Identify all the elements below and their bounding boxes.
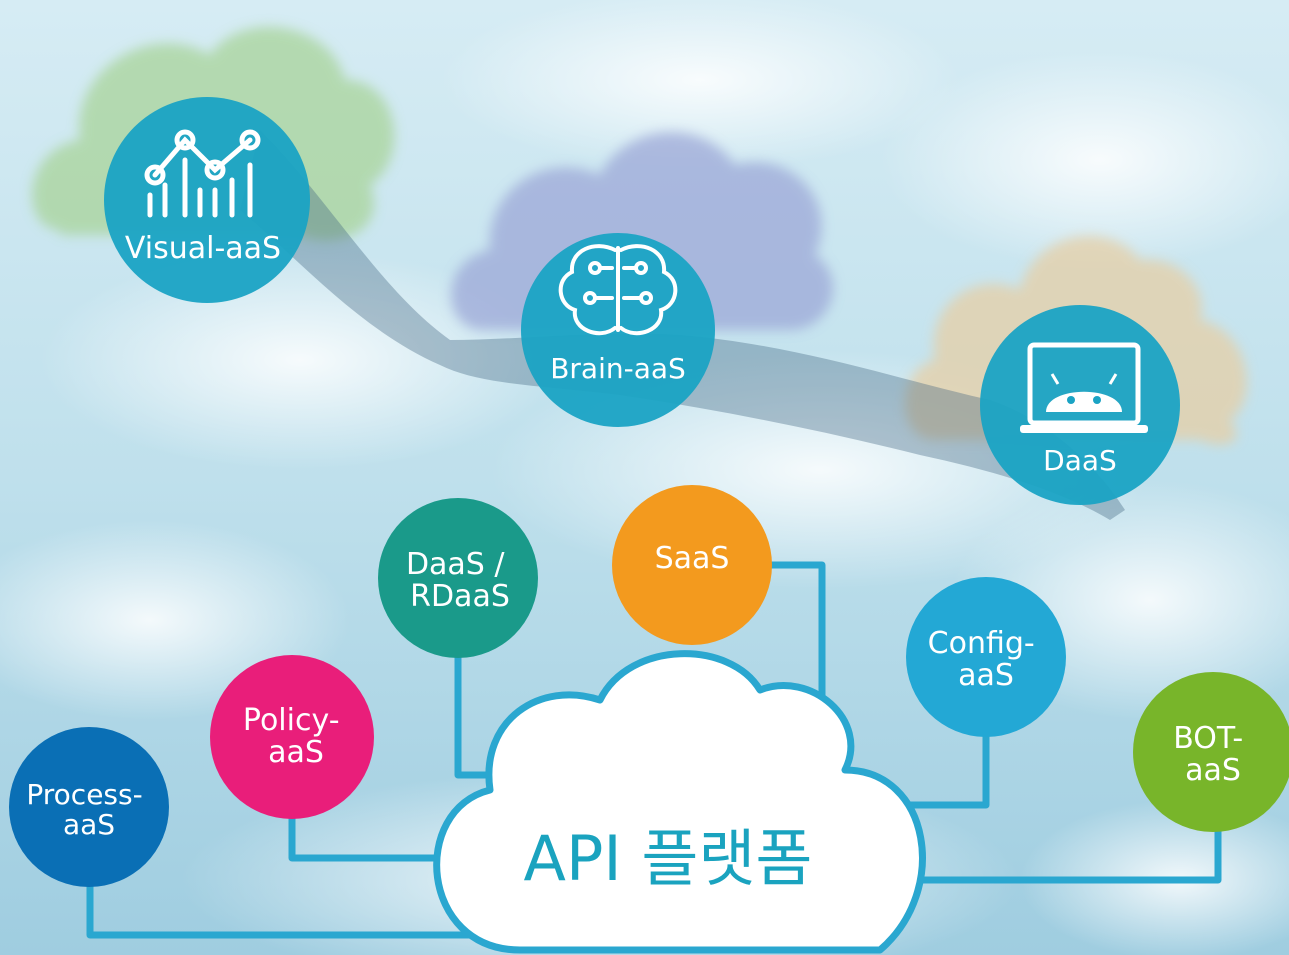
service-brain-aas[interactable]: Brain-aaS: [521, 233, 715, 427]
android-laptop-icon: [1020, 342, 1148, 433]
svg-text:Config- aaS: Config- aaS: [928, 626, 1045, 693]
service-policy-aas-label-line1: Policy-: [243, 703, 340, 738]
service-bot-aas-label-line2: aaS: [1185, 753, 1241, 788]
service-config-aas-label-line1: Config-: [928, 626, 1035, 661]
svg-text:Process- aaS: Process- aaS: [26, 778, 151, 841]
service-ribbon: [240, 130, 1125, 520]
service-daas-rdaas[interactable]: DaaS / RDaaS: [378, 498, 538, 658]
service-daas[interactable]: DaaS: [980, 305, 1180, 505]
service-process-aas-label-line2: aaS: [63, 808, 115, 841]
connector-lines: [86, 561, 1222, 939]
service-config-aas[interactable]: Config- aaS: [906, 577, 1066, 737]
service-bot-aas-label-line1: BOT-: [1173, 721, 1243, 756]
service-visual-aas-label: Visual-aaS: [125, 231, 281, 266]
service-process-aas[interactable]: Process- aaS: [9, 727, 169, 887]
service-bot-aas[interactable]: BOT- aaS: [1133, 672, 1289, 832]
service-brain-aas-label: Brain-aaS: [550, 352, 686, 385]
service-daas-rdaas-label-line1: DaaS /: [406, 547, 505, 582]
chart-network-icon: [144, 129, 261, 218]
service-daas-rdaas-label-line2: RDaaS: [410, 579, 510, 614]
service-config-aas-label-line2: aaS: [958, 658, 1014, 693]
svg-text:BOT- aaS: BOT- aaS: [1173, 721, 1253, 788]
api-platform-cloud: API 플랫폼: [433, 650, 926, 954]
service-daas-label: DaaS: [1043, 444, 1117, 477]
service-visual-aas[interactable]: Visual-aaS: [104, 97, 310, 303]
brain-circuit-icon: [558, 244, 678, 336]
service-policy-aas[interactable]: Policy- aaS: [210, 655, 374, 819]
svg-text:Policy- aaS: Policy- aaS: [243, 703, 349, 770]
service-process-aas-label-line1: Process-: [26, 778, 142, 811]
service-saas-label: SaaS: [655, 541, 730, 576]
api-platform-label: API 플랫폼: [524, 822, 813, 895]
svg-text:DaaS / RDaaS: DaaS / RDaaS: [406, 547, 514, 614]
service-saas[interactable]: SaaS: [612, 485, 772, 645]
service-policy-aas-label-line2: aaS: [268, 735, 324, 770]
